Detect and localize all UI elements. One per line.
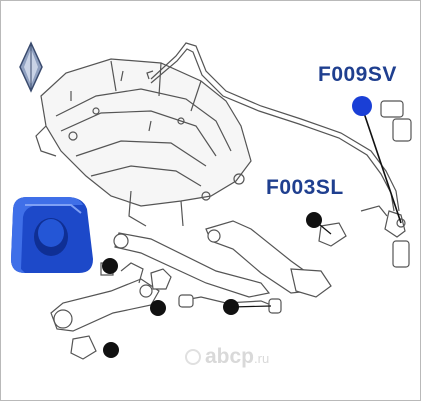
marker-dot — [103, 342, 119, 358]
marker-dot — [102, 258, 118, 274]
callout-marker-f009sv — [352, 96, 372, 116]
subframe-drawing — [35, 58, 252, 227]
suspension-arms-drawing — [50, 220, 347, 360]
part-label-f009sv: F009SV — [318, 63, 397, 86]
callout-line-f009sv — [361, 106, 402, 224]
brand-logo-icon — [19, 41, 43, 93]
marker-link — [230, 305, 272, 308]
stabilizer-bushing-part — [11, 197, 93, 273]
stabilizer-bar-drawing — [146, 42, 412, 268]
watermark-logo-icon — [185, 349, 201, 365]
part-label-f003sl: F003SL — [266, 176, 344, 199]
marker-link — [313, 219, 332, 235]
watermark-brand: abcp — [205, 345, 255, 368]
marker-dot — [150, 300, 166, 316]
watermark: abcp.ru — [175, 341, 269, 369]
watermark-domain: .ru — [254, 351, 270, 366]
